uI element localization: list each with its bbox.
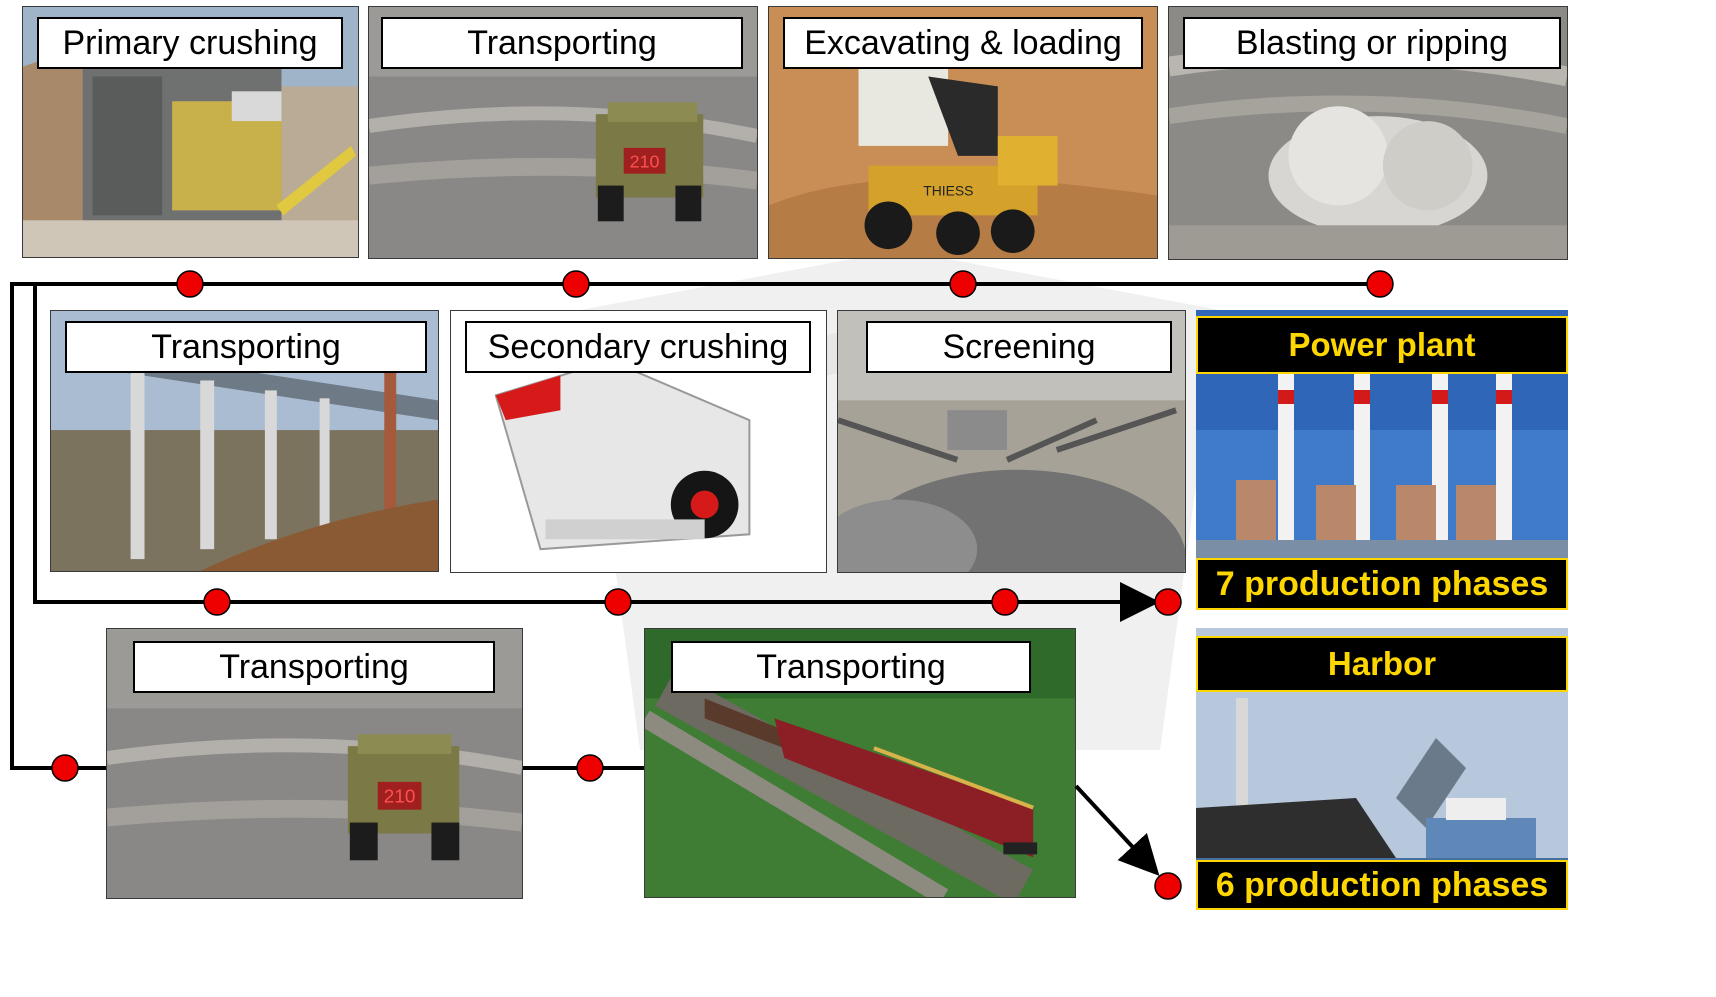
panel-harbor: Harbor 6 production phases bbox=[1196, 628, 1568, 910]
panel-transporting-train: Transporting bbox=[644, 628, 1076, 898]
panel-excavating-loading: THIESS Excavating & loading bbox=[768, 6, 1158, 259]
node-harbor bbox=[1154, 872, 1182, 900]
step-label-transporting-train: Transporting bbox=[671, 641, 1031, 693]
step-label-excavating-loading: Excavating & loading bbox=[783, 17, 1143, 69]
panel-power-plant: Power plant 7 production phases bbox=[1196, 310, 1568, 610]
step-label-primary-crushing: Primary crushing bbox=[37, 17, 343, 69]
panel-transporting-truck-1: 210 Transporting bbox=[368, 6, 758, 259]
node-transporting-truck-2 bbox=[51, 754, 79, 782]
panel-blasting-ripping: Blasting or ripping bbox=[1168, 6, 1568, 260]
step-label-secondary-crushing: Secondary crushing bbox=[465, 321, 811, 373]
connector-train-harbor bbox=[1074, 784, 1160, 876]
panel-transporting-truck-2: 210 Transporting bbox=[106, 628, 523, 899]
crushing-plant-photo bbox=[23, 7, 358, 257]
step-label-blasting-ripping: Blasting or ripping bbox=[1183, 17, 1561, 69]
production-phases-power-plant: 7 production phases bbox=[1196, 558, 1568, 610]
destination-title-power-plant: Power plant bbox=[1196, 316, 1568, 374]
step-label-transporting-conveyor: Transporting bbox=[65, 321, 427, 373]
destination-title-harbor: Harbor bbox=[1196, 636, 1568, 692]
node-transporting-conveyor bbox=[203, 588, 231, 616]
node-primary-crushing bbox=[176, 270, 204, 298]
truck-number-text: 210 bbox=[630, 152, 660, 172]
node-blasting-ripping bbox=[1366, 270, 1394, 298]
panel-screening: Screening bbox=[837, 310, 1186, 573]
step-label-screening: Screening bbox=[866, 321, 1172, 373]
step-label-transporting-1: Transporting bbox=[381, 17, 743, 69]
production-phases-harbor: 6 production phases bbox=[1196, 860, 1568, 910]
panel-primary-crushing: Primary crushing bbox=[22, 6, 359, 258]
truck-brand-text: THIESS bbox=[923, 183, 973, 199]
truck-number-text-2: 210 bbox=[384, 787, 416, 808]
panel-transporting-conveyor: Transporting bbox=[50, 310, 439, 572]
panel-secondary-crushing: Secondary crushing bbox=[450, 310, 827, 573]
step-label-transporting-truck-2: Transporting bbox=[133, 641, 495, 693]
